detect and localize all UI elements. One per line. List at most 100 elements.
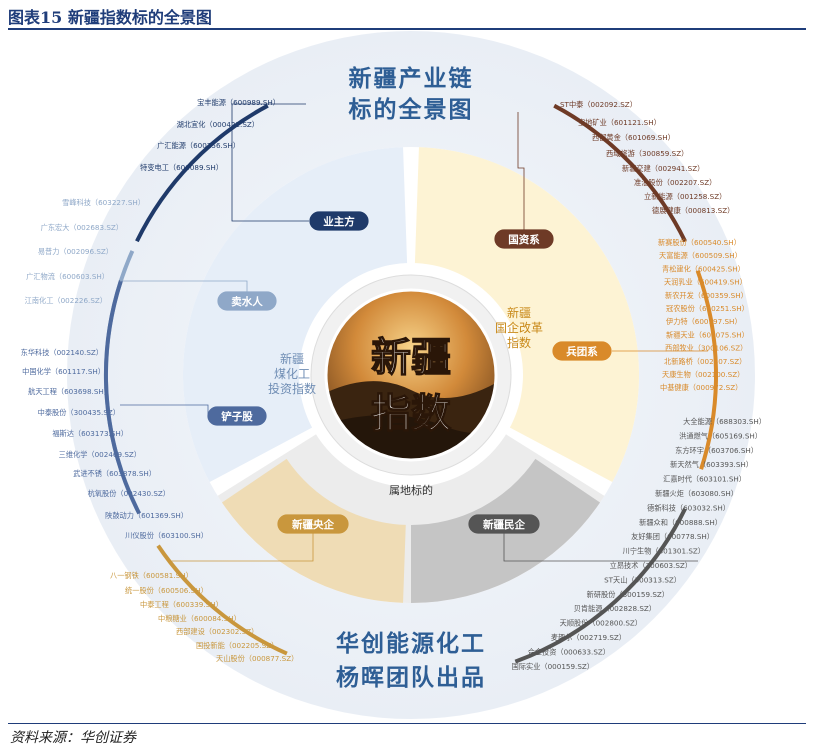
stock-xinjiangyangqi-0: 八一钢铁（600581.SH）	[110, 571, 193, 580]
stock-guozixi-4: 新疆交建（002941.SZ）	[622, 164, 704, 173]
connector-maishuiren	[120, 280, 248, 292]
stock-xinjiangminqi-17: 国际实业（000159.SZ）	[512, 662, 594, 671]
stock-bingtuanxi-3: 冠农股份（600251.SH）	[666, 304, 749, 313]
stock-xinjiangyangqi-5: 国投新能（002205.SZ）	[196, 641, 278, 650]
stock-chanzigu-4: 福斯达（603173.SH）	[52, 429, 128, 438]
pill-label-maishuiren: 卖水人	[231, 295, 263, 308]
pill-label-yezhufang: 业主方	[323, 215, 355, 228]
stock-bingtuanxi-2: 青松建化（600425.SH）	[662, 264, 745, 273]
stock-bingtuanxi-11: 新疆天业（600075.SH）	[666, 330, 749, 339]
stock-chanzigu-9: 川仪股份（603100.SH）	[125, 531, 208, 540]
sector-soe-reform	[414, 147, 639, 483]
stock-bingtuanxi-6: 天康生物（002100.SZ）	[662, 370, 744, 379]
pill-label-bingtuanxi: 兵团系	[566, 345, 598, 358]
stock-bingtuanxi-1: 天富能源（600509.SH）	[659, 251, 742, 260]
stock-xinjiangminqi-8: 友好集团（600778.SH）	[631, 532, 714, 541]
sector-label-local: 属地标的	[389, 483, 433, 497]
sector-label-soe-reform: 新疆国企改革指数	[495, 305, 543, 350]
footer-line2: 杨晖团队出品	[336, 664, 486, 691]
stock-xinjiangminqi-12: 新研股份（300159.SZ）	[587, 590, 669, 599]
header-line1: 新疆产业链	[349, 65, 474, 92]
industry-chain-diagram: 新疆指数新疆国企改革指数新疆煤化工投资指数属地标的 新疆产业链标的全景图华创能源化…	[8, 31, 806, 723]
stock-bingtuanxi-9: 新农开发（600359.SH）	[665, 291, 748, 300]
stock-guozixi-1: 宝地矿业（601121.SH）	[578, 118, 661, 127]
stock-chanzigu-2: 航天工程（603698.SH）	[28, 387, 111, 396]
stock-guozixi-6: 立新能源（001258.SZ）	[644, 192, 726, 201]
stock-chanzigu-3: 中泰股份（300435.SZ）	[38, 408, 120, 417]
stock-bingtuanxi-5: 北新路桥（002307.SZ）	[664, 357, 746, 366]
stock-guozixi-3: 西域旅游（300859.SZ）	[606, 149, 688, 158]
header-line2: 标的全景图	[349, 96, 474, 123]
center-title-line1: 新疆	[371, 335, 451, 381]
sector-coal-chem	[182, 147, 408, 483]
pill-yezhufang	[309, 211, 369, 231]
stock-chanzigu-0: 东华科技（002140.SZ）	[21, 348, 103, 357]
pill-bingtuanxi	[552, 341, 612, 361]
stock-yezhufang-2: 广汇能源（600256.SH）	[157, 141, 240, 150]
center-title-line2: 指数	[371, 391, 451, 437]
pill-label-chanzigu: 铲子股	[221, 410, 253, 423]
stock-maishuiren-1: 广东宏大（002683.SZ）	[41, 223, 123, 232]
stock-guozixi-2: 西部黄金（601069.SH）	[592, 133, 675, 142]
stock-xinjiangminqi-5: 新疆火炬（603080.SH）	[655, 489, 738, 498]
stock-xinjiangminqi-7: 新疆众和（600888.SH）	[639, 518, 722, 527]
connector-yangqi	[168, 533, 314, 562]
stock-maishuiren-4: 江南化工（002226.SZ）	[25, 296, 107, 305]
stock-bingtuanxi-4: 西部牧业（300106.SZ）	[665, 344, 747, 353]
arc-xinjiangminqi	[514, 507, 687, 664]
stock-guozixi-5: 准油股份（002207.SZ）	[634, 178, 716, 187]
stock-xinjiangminqi-11: ST天山（300313.SZ）	[604, 575, 681, 584]
stock-bingtuanxi-10: 伊力特（600197.SH）	[666, 317, 742, 326]
footer-line1: 华创能源化工	[336, 630, 486, 657]
stock-xinjiangminqi-10: 立昂技术（300603.SZ）	[610, 561, 692, 570]
stock-maishuiren-2: 易普力（002096.SZ）	[38, 247, 113, 256]
bottom-rule	[8, 723, 806, 724]
stock-xinjiangminqi-2: 东方环宇（603706.SH）	[675, 446, 758, 455]
arc-guozixi	[553, 103, 687, 243]
stock-xinjiangminqi-1: 洪通燃气（605169.SH）	[679, 431, 762, 440]
stock-chanzigu-6: 武进不锈（603878.SH）	[73, 469, 156, 478]
stock-xinjiangminqi-3: 新天然气（603393.SH）	[670, 460, 753, 469]
pill-label-guozixi: 国资系	[508, 233, 540, 246]
stock-xinjiangminqi-0: 大全能源（688303.SH）	[683, 417, 766, 426]
stock-guozixi-7: 德展健康（000813.SZ）	[652, 206, 734, 215]
stock-xinjiangminqi-13: 贝肯能源（002828.SZ）	[574, 604, 656, 613]
stock-yezhufang-3: 特变电工（600089.SH）	[140, 163, 223, 172]
stock-chanzigu-1: 中国化学（601117.SH）	[22, 367, 105, 376]
stock-yezhufang-1: 湖北宜化（000422.SZ）	[177, 120, 259, 129]
source-note: 资料来源：华创证券	[10, 730, 136, 746]
stock-xinjiangyangqi-2: 中泰工程（600339.SH）	[140, 600, 223, 609]
stock-chanzigu-8: 陕鼓动力（601369.SH）	[105, 511, 188, 520]
stock-bingtuanxi-0: 新赛股份（600540.SH）	[658, 238, 741, 247]
stock-chanzigu-7: 杭氧股份（002430.SZ）	[88, 489, 170, 498]
pill-label-xinjiangyangqi: 新疆央企	[292, 518, 334, 531]
stock-bingtuanxi-8: 天润乳业（600419.SH）	[664, 278, 747, 287]
stock-chanzigu-5: 三维化学（002469.SZ）	[59, 450, 141, 459]
stock-xinjiangminqi-14: 天顺股份（002800.SZ）	[560, 619, 642, 628]
stock-xinjiangyangqi-6: 天山股份（000877.SZ）	[216, 654, 298, 663]
stock-xinjiangyangqi-3: 中粮糖业（600084.SH）	[158, 614, 241, 623]
stock-xinjiangminqi-16: 合金投资（000633.SZ）	[528, 647, 610, 656]
connector-guozixi	[517, 112, 525, 230]
stock-xinjiangminqi-6: 德新科技（603032.SH）	[647, 503, 730, 512]
stock-bingtuanxi-7: 中基健康（000972.SZ）	[660, 383, 742, 392]
stock-maishuiren-0: 雪峰科技（603227.SH）	[62, 198, 145, 207]
stock-maishuiren-3: 广汇物流（600603.SH）	[26, 272, 109, 281]
arc-chanzigu	[103, 280, 141, 515]
stock-xinjiangminqi-9: 川宁生物（301301.SZ）	[623, 547, 705, 556]
pill-label-xinjiangminqi: 新疆民企	[483, 518, 525, 531]
figure-title: 图表15 新疆指数标的全景图	[8, 8, 212, 27]
arc-yezhufang	[135, 103, 269, 243]
connector-yezhufang	[231, 103, 309, 222]
sector-label-coal-chem: 新疆煤化工投资指数	[268, 351, 316, 396]
center-frame	[324, 288, 498, 462]
stock-xinjiangminqi-4: 汇嘉时代（603101.SH）	[663, 475, 746, 484]
connector-minqi	[503, 533, 698, 562]
stock-xinjiangminqi-15: 麦趣尔（002719.SZ）	[551, 633, 626, 642]
stock-guozixi-0: ST中泰（002092.SZ）	[560, 100, 637, 109]
stock-xinjiangyangqi-4: 西部建设（002302.SZ）	[176, 627, 258, 636]
arc-bingtuanxi	[695, 270, 718, 470]
stock-xinjiangyangqi-1: 统一股份（600506.SH）	[125, 586, 208, 595]
title-rule	[8, 28, 806, 30]
stock-yezhufang-0: 宝丰能源（600989.SH）	[197, 98, 280, 107]
